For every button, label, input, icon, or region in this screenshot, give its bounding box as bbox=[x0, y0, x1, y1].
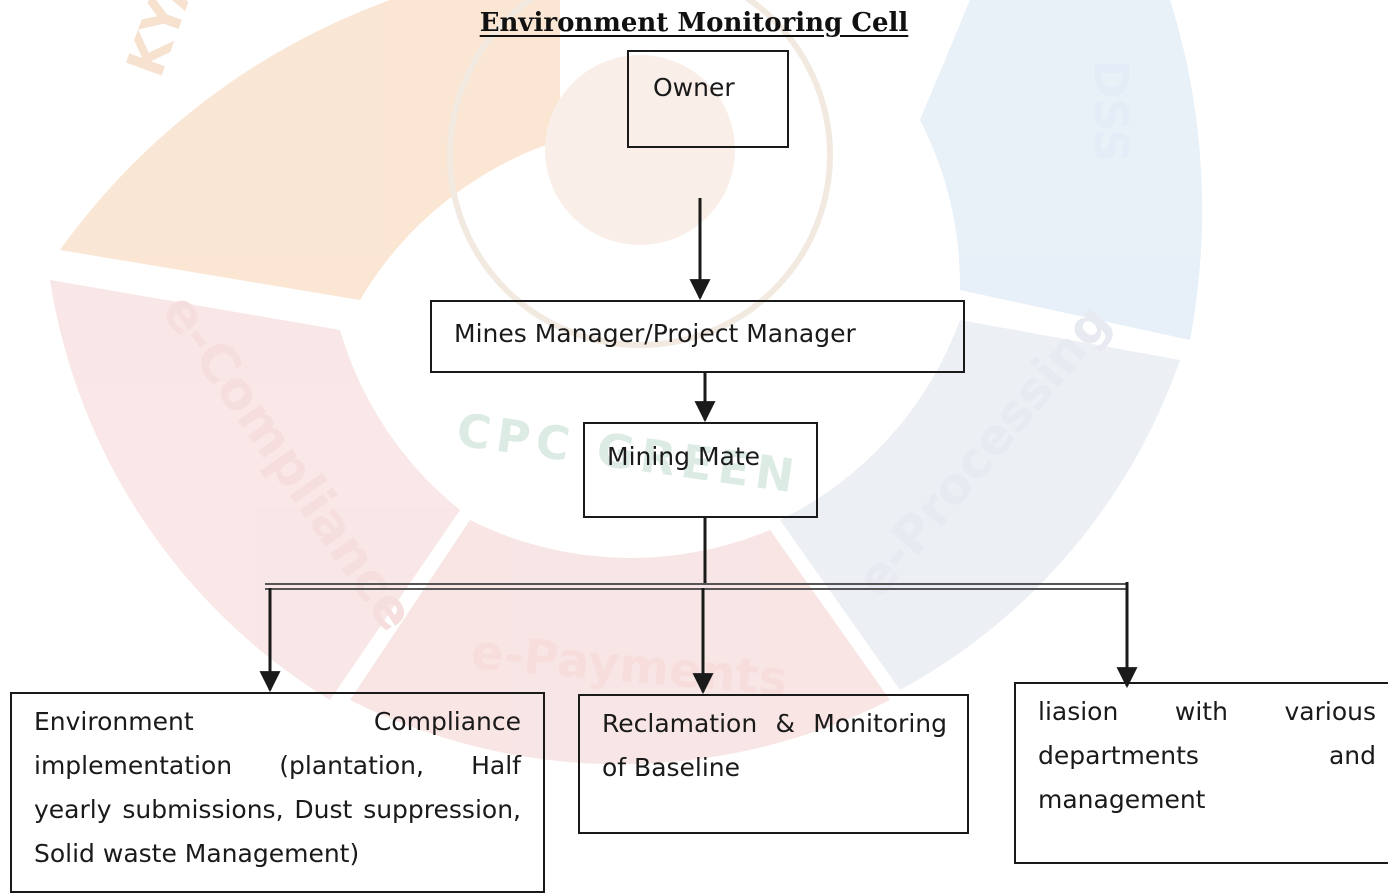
wm-label-dss: DSS bbox=[1084, 60, 1138, 162]
wm-label-ecompliance: e-Compliance bbox=[149, 283, 425, 642]
node-mines-manager: Mines Manager/Project Manager bbox=[430, 300, 965, 373]
node-owner: Owner bbox=[627, 50, 789, 148]
diagram-title: Environment Monitoring Cell bbox=[479, 8, 909, 38]
node-reclamation: Reclamation & Monitoring of Baseline bbox=[578, 694, 969, 834]
wm-segment-dss bbox=[920, 0, 1203, 340]
node-mines-manager-label: Mines Manager/Project Manager bbox=[454, 319, 856, 348]
node-mining-mate-label: Mining Mate bbox=[607, 442, 761, 471]
node-reclamation-label: Reclamation & Monitoring of Baseline bbox=[602, 709, 947, 782]
node-mining-mate: Mining Mate bbox=[583, 422, 818, 518]
wm-segment-eprocessing bbox=[780, 320, 1180, 690]
wm-segment-kya bbox=[60, 0, 560, 300]
node-compliance-label: Environment Compliance implementation (p… bbox=[34, 707, 521, 868]
node-owner-label: Owner bbox=[653, 73, 735, 102]
wm-segment-ecompliance bbox=[50, 280, 460, 700]
node-compliance: Environment Compliance implementation (p… bbox=[10, 692, 545, 893]
node-liaison-label: liasion with various departments and man… bbox=[1038, 697, 1376, 814]
node-liaison: liasion with various departments and man… bbox=[1014, 682, 1388, 864]
